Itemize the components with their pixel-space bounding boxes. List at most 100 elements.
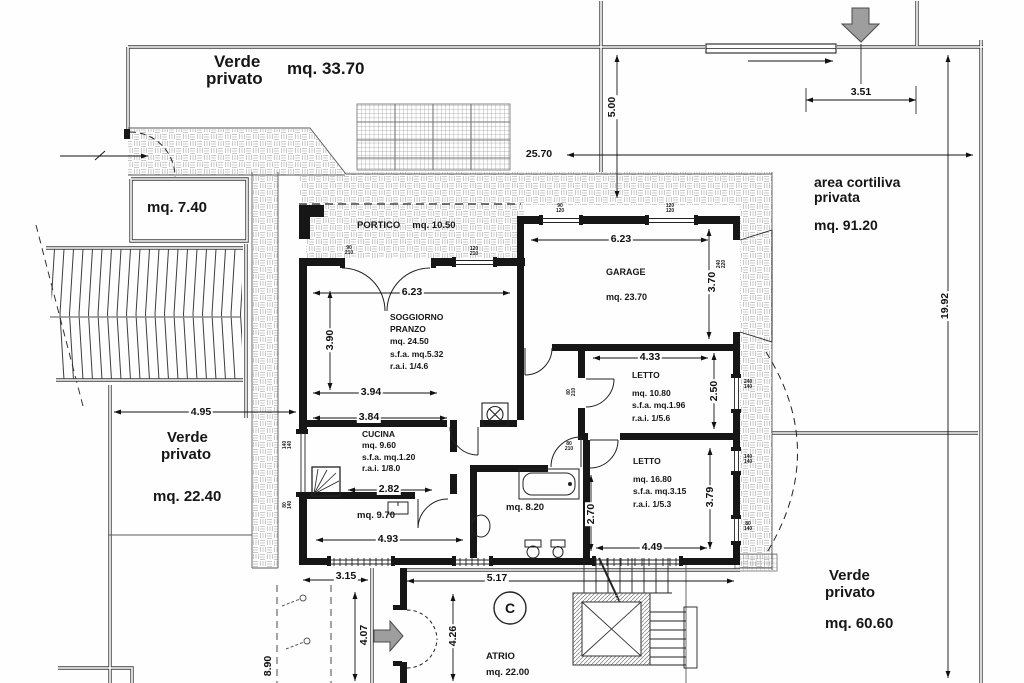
dim-4-49: 4.49 [639, 541, 665, 553]
window-tag: 140 140 [282, 440, 293, 450]
window-tag: 240 220 [716, 259, 727, 269]
dim-5-17: 5.17 [484, 572, 510, 584]
dim-6-23a: 6.23 [399, 286, 425, 298]
bidet [550, 539, 566, 558]
paving-hatch [128, 129, 772, 568]
room-line: r.a.i. 1/4.6 [390, 360, 429, 371]
room-garage-area: mq. 23.70 [606, 292, 648, 302]
dim-3-51: 3.51 [848, 86, 874, 98]
zone-verde-w-area: mq. 22.40 [153, 488, 222, 505]
room-atrio-area: mq. 22.00 [486, 667, 530, 678]
dim-3-94: 3.94 [358, 386, 384, 398]
dim-2-82: 2.82 [376, 483, 402, 495]
window-tag: 120 210 [469, 246, 479, 257]
entrance-arrows [373, 7, 881, 653]
room-line: r.a.i. 1/5.6 [632, 412, 671, 423]
dim-4-07: 4.07 [358, 622, 370, 648]
block-letter: C [504, 600, 516, 616]
window-tag: 90 210 [344, 245, 354, 256]
driveway-ramp [35, 224, 242, 411]
room-line: s.f.a. mq.1.20 [362, 451, 416, 462]
dim-25-70: 25.70 [523, 148, 555, 160]
room-line: r.a.i. 1/5.3 [633, 498, 672, 509]
room-line: SOGGIORNO [390, 312, 444, 322]
windows [300, 218, 773, 566]
window-tag: 80 140 [743, 521, 753, 532]
zone-cortile-area: mq. 91.20 [814, 217, 878, 233]
room-line: mq. 24.50 [390, 336, 429, 347]
dim-4-93: 4.93 [375, 533, 401, 545]
dim-6-23b: 6.23 [608, 233, 634, 245]
room-bagno-area: mq. 8.20 [506, 502, 545, 513]
closet [311, 466, 341, 497]
window-tag: 80 140 [282, 500, 293, 510]
zone-verde-se-line1: Verde [829, 567, 870, 584]
room-line: s.f.a. mq.3.15 [633, 486, 687, 496]
door-tag: 80 210 [566, 387, 577, 397]
site-dashed-lines [276, 585, 332, 683]
dim-3-15: 3.15 [333, 570, 359, 582]
door-swings [129, 131, 798, 669]
dim-4-33: 4.33 [637, 351, 663, 363]
room-letto2-label: LETTO mq. 16.80 s.f.a. mq.3.15 r.a.i. 1/… [633, 455, 686, 510]
zone-cortile-line2: privata [814, 189, 860, 205]
grating [356, 103, 778, 572]
zone-verde-se-area: mq. 60.60 [825, 615, 894, 632]
room-garage-name: GARAGE [606, 267, 646, 277]
stove [481, 402, 509, 427]
room-line: mq. 9.60 [362, 440, 397, 451]
dim-19-92: 19.92 [939, 290, 951, 322]
room-line: mq. 16.80 [633, 473, 672, 484]
room-cucina-label: CUCINA mq. 9.60 s.f.a. mq.1.20 r.a.i. 1/… [362, 429, 415, 474]
dim-3-70: 3.70 [706, 269, 718, 295]
sliding-gate [705, 43, 837, 64]
dim-3-84: 3.84 [356, 411, 382, 423]
zone-verde-nw-area: mq. 33.70 [287, 59, 365, 78]
zone-verde-se-line2: privato [825, 584, 876, 601]
boundary-walls [46, 1, 983, 683]
zone-verde-w-line1: Verde [167, 429, 208, 446]
window-tag: 90 120 [555, 203, 565, 214]
room-line: r.a.i. 1/8.0 [362, 462, 401, 473]
window-tag: 140 140 [743, 454, 753, 465]
dim-2-50: 2.50 [708, 378, 720, 404]
room-portico-name: PORTICO [357, 220, 401, 231]
room-line: LETTO [632, 370, 660, 380]
room-line: mq. 10.80 [632, 387, 671, 398]
window-tag: 120 120 [665, 203, 675, 214]
pedestrian-arrow-icon [373, 619, 404, 653]
room-line: LETTO [633, 456, 661, 466]
room-portico-area: mq. 10.50 [412, 220, 456, 231]
window-tag: 240 140 [743, 379, 753, 390]
building-walls [124, 129, 741, 683]
door-tag: 80 210 [564, 441, 574, 452]
dim-5-00: 5.00 [606, 94, 618, 120]
dim-4-26: 4.26 [447, 623, 459, 649]
bathtub [518, 468, 580, 500]
cabinet [387, 501, 409, 515]
sink [471, 513, 491, 539]
room-portico-label: PORTICO mq. 10.50 [357, 221, 456, 231]
block-letter-circle [493, 591, 527, 625]
room-line: s.f.a. mq.5.32 [390, 348, 444, 359]
zone-box-area: mq. 7.40 [147, 199, 208, 216]
room-line: s.f.a. mq.1.96 [632, 400, 686, 410]
dim-3-90: 3.90 [324, 327, 336, 353]
toilet [524, 539, 542, 559]
carrabile-label: Carrabile [827, 0, 888, 2]
room-line: CUCINA [362, 429, 396, 439]
room-corridoio-area: mq. 9.70 [357, 510, 396, 521]
room-letto1-label: LETTO mq. 10.80 s.f.a. mq.1.96 r.a.i. 1/… [632, 369, 685, 424]
dim-8-90: 8.90 [262, 653, 274, 679]
dim-2-70: 2.70 [585, 501, 597, 527]
room-atrio-name: ATRIO [486, 651, 515, 662]
dim-3-79: 3.79 [704, 484, 716, 510]
zone-verde-nw-line2: privato [206, 69, 263, 88]
zone-cortile-line1: area cortiliva [814, 174, 901, 190]
zone-verde-w-line2: privato [161, 446, 212, 463]
carrabile-arrow-icon [840, 7, 881, 43]
room-line: PRANZO [390, 324, 426, 335]
elevator [572, 592, 651, 666]
